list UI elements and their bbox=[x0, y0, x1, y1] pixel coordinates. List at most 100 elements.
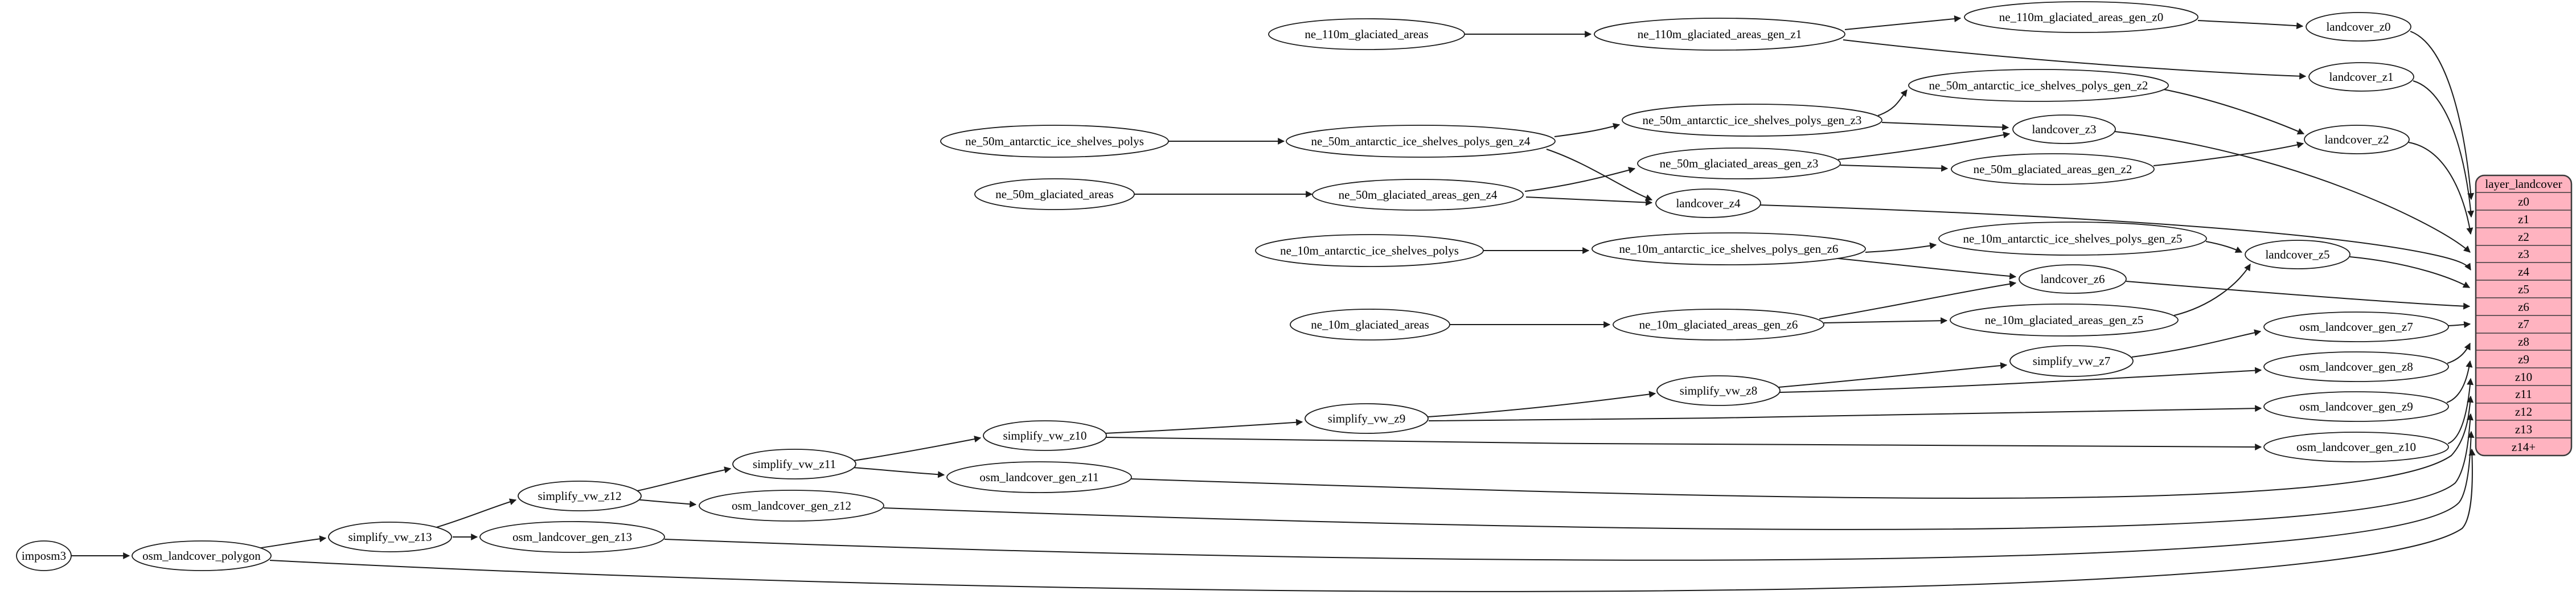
node-osm_landcover_polygon: osm_landcover_polygon bbox=[132, 540, 272, 571]
node-label: ne_50m_glaciated_areas_gen_z3 bbox=[1660, 157, 1819, 170]
node-ne_10m_antarctic_ice_shelves_polys_gen_z5: ne_10m_antarctic_ice_shelves_polys_gen_z… bbox=[1938, 222, 2207, 256]
edge-ne_50m_glac_gen_z4-to-gen_z3 bbox=[1524, 166, 1636, 192]
node-label: ne_50m_glaciated_areas bbox=[995, 187, 1114, 201]
edge-landcover_z5-to-row-z5 bbox=[2349, 256, 2471, 288]
node-osm_landcover_gen_z12: osm_landcover_gen_z12 bbox=[699, 490, 884, 522]
node-osm_landcover_gen_z7: osm_landcover_gen_z7 bbox=[2263, 311, 2449, 342]
table-row-z3: z3 bbox=[2518, 247, 2529, 261]
edge-simplify_vw_z7-to-osm_landcover_gen_z7 bbox=[2131, 329, 2262, 358]
node-label: simplify_vw_z11 bbox=[753, 457, 836, 471]
edge-ne_50m_shelves_gen_z3-to-gen_z2 bbox=[1877, 89, 1908, 116]
node-osm_landcover_gen_z10: osm_landcover_gen_z10 bbox=[2263, 432, 2449, 462]
node-label: osm_landcover_gen_z9 bbox=[2299, 400, 2413, 413]
node-ne_50m_antarctic_ice_shelves_polys_gen_z3: ne_50m_antarctic_ice_shelves_polys_gen_z… bbox=[1622, 104, 1882, 137]
node-label: ne_10m_antarctic_ice_shelves_polys_gen_z… bbox=[1619, 242, 1839, 256]
nodes: ne_110m_glaciated_areas ne_110m_glaciate… bbox=[16, 1, 2449, 571]
edge-ne_50m_shelves_gen_z4-to-landcover_z4 bbox=[1546, 149, 1653, 201]
node-simplify_vw_z12: simplify_vw_z12 bbox=[518, 481, 642, 511]
node-osm_landcover_gen_z8: osm_landcover_gen_z8 bbox=[2263, 351, 2449, 382]
node-osm_landcover_gen_z11: osm_landcover_gen_z11 bbox=[946, 461, 1132, 493]
node-label: osm_landcover_gen_z12 bbox=[732, 499, 851, 512]
node-landcover_z4: landcover_z4 bbox=[1655, 188, 1761, 218]
node-label: simplify_vw_z8 bbox=[1680, 384, 1758, 397]
node-label: landcover_z2 bbox=[2324, 133, 2389, 146]
node-label: ne_110m_glaciated_areas_gen_z1 bbox=[1638, 27, 1802, 41]
node-label: ne_10m_glaciated_areas_gen_z6 bbox=[1639, 318, 1798, 331]
node-label: simplify_vw_z13 bbox=[348, 530, 432, 544]
table-row-z4: z4 bbox=[2518, 265, 2529, 278]
node-ne_10m_glaciated_areas: ne_10m_glaciated_areas bbox=[1290, 309, 1450, 341]
table-row-z6: z6 bbox=[2518, 300, 2529, 314]
node-label: ne_110m_glaciated_areas bbox=[1305, 27, 1428, 41]
node-osm_landcover_gen_z9: osm_landcover_gen_z9 bbox=[2263, 391, 2449, 422]
node-ne_10m_antarctic_ice_shelves_polys: ne_10m_antarctic_ice_shelves_polys bbox=[1255, 234, 1484, 267]
node-label: landcover_z5 bbox=[2265, 248, 2329, 261]
node-landcover_z3: landcover_z3 bbox=[2012, 114, 2116, 144]
node-label: landcover_z6 bbox=[2040, 272, 2105, 286]
node-label: osm_landcover_gen_z11 bbox=[979, 470, 1098, 484]
node-imposm3: imposm3 bbox=[16, 540, 72, 571]
node-simplify_vw_z7: simplify_vw_z7 bbox=[2009, 345, 2134, 377]
node-label: osm_landcover_gen_z8 bbox=[2299, 360, 2413, 374]
table-row-z12: z12 bbox=[2515, 405, 2532, 419]
node-label: ne_50m_antarctic_ice_shelves_polys bbox=[965, 134, 1144, 148]
node-label: ne_10m_antarctic_ice_shelves_polys bbox=[1280, 244, 1459, 257]
edge-ne_10m_glac_gen_z6-to-landcover_z6 bbox=[1819, 280, 2017, 319]
edge-ne_10m_glac_gen_z6-to-gen_z5 bbox=[1823, 317, 1948, 325]
node-label: simplify_vw_z12 bbox=[538, 489, 622, 503]
table-row-z11: z11 bbox=[2515, 387, 2532, 401]
node-osm_landcover_gen_z13: osm_landcover_gen_z13 bbox=[479, 521, 665, 553]
node-landcover_z1: landcover_z1 bbox=[2308, 62, 2414, 92]
table-row-z5: z5 bbox=[2518, 282, 2529, 296]
node-label: landcover_z4 bbox=[1676, 196, 1741, 210]
node-label: landcover_z3 bbox=[2032, 122, 2096, 136]
edge-osm_landcover_gen_z13-to-row-z13 bbox=[664, 430, 2475, 561]
node-label: ne_50m_antarctic_ice_shelves_polys_gen_z… bbox=[1311, 134, 1531, 148]
node-label: ne_50m_antarctic_ice_shelves_polys_gen_z… bbox=[1929, 79, 2148, 92]
table-row-z0: z0 bbox=[2518, 195, 2529, 208]
edge-ne_50m_glac_gen_z3-to-gen_z2 bbox=[1840, 165, 1949, 172]
edge-simplify_vw_z8-to-simplify_vw_z7 bbox=[1778, 362, 2008, 388]
node-label: osm_landcover_gen_z10 bbox=[2296, 440, 2416, 454]
table-row-z8: z8 bbox=[2518, 335, 2529, 348]
edge-simplify_vw_z11-to-osm_landcover_gen_z11 bbox=[852, 467, 945, 478]
node-label: imposm3 bbox=[22, 549, 66, 563]
node-label: osm_landcover_polygon bbox=[142, 549, 261, 563]
edge-gen_z0-to-landcover_z0 bbox=[2197, 20, 2304, 30]
edge-ne_50m_glac_gen_z4-to-landcover_z4 bbox=[1525, 196, 1653, 206]
node-label: ne_50m_glaciated_areas_gen_z4 bbox=[1339, 188, 1498, 202]
edge-landcover_z3-to-row-z3 bbox=[2114, 131, 2471, 253]
node-landcover_z2: landcover_z2 bbox=[2304, 125, 2410, 154]
edge-landcover_z1-to-row-z1 bbox=[2413, 80, 2475, 218]
node-simplify_vw_z13: simplify_vw_z13 bbox=[328, 522, 452, 552]
node-label: osm_landcover_gen_z7 bbox=[2299, 320, 2413, 334]
node-simplify_vw_z8: simplify_vw_z8 bbox=[1656, 375, 1781, 406]
edge-gen_z1-to-gen_z0 bbox=[1844, 15, 1962, 30]
node-ne_50m_antarctic_ice_shelves_polys_gen_z4: ne_50m_antarctic_ice_shelves_polys_gen_z… bbox=[1286, 125, 1556, 158]
edge-simplify_vw_z10-to-osm_landcover_gen_z10 bbox=[1106, 437, 2262, 451]
edge-osm_landcover_gen_z10-to-row-z10 bbox=[2447, 378, 2474, 444]
node-simplify_vw_z11: simplify_vw_z11 bbox=[732, 449, 856, 479]
table-row-z14plus: z14+ bbox=[2512, 440, 2536, 454]
table-row-z10: z10 bbox=[2515, 370, 2532, 384]
node-ne_110m_glaciated_areas: ne_110m_glaciated_areas bbox=[1268, 18, 1465, 50]
edge-simplify_vw_z10-to-simplify_vw_z9 bbox=[1104, 419, 1303, 434]
edge-landcover_z4-to-row-z4 bbox=[1759, 204, 2471, 271]
node-label: ne_50m_glaciated_areas_gen_z2 bbox=[1974, 162, 2132, 176]
node-ne_50m_glaciated_areas_gen_z3: ne_50m_glaciated_areas_gen_z3 bbox=[1637, 147, 1841, 179]
node-label: ne_50m_antarctic_ice_shelves_polys_gen_z… bbox=[1643, 113, 1862, 127]
node-ne_10m_glaciated_areas_gen_z6: ne_10m_glaciated_areas_gen_z6 bbox=[1613, 309, 1824, 341]
node-ne_110m_glaciated_areas_gen_z0: ne_110m_glaciated_areas_gen_z0 bbox=[1964, 1, 2198, 33]
node-landcover_z5: landcover_z5 bbox=[2245, 240, 2351, 269]
node-label: simplify_vw_z9 bbox=[1328, 412, 1406, 425]
table-row-z2: z2 bbox=[2518, 230, 2529, 244]
node-simplify_vw_z10: simplify_vw_z10 bbox=[983, 420, 1107, 451]
edge-simplify_vw_z8-to-osm_landcover_gen_z8 bbox=[1779, 367, 2262, 393]
edge-simplify_vw_z11-to-simplify_vw_z10 bbox=[853, 436, 982, 461]
edge-landcover_z2-to-row-z2 bbox=[2408, 142, 2474, 235]
table-row-z7: z7 bbox=[2518, 317, 2529, 331]
node-label: ne_110m_glaciated_areas_gen_z0 bbox=[1999, 10, 2163, 24]
edge-simplify_vw_z9-to-osm_landcover_gen_z9 bbox=[1428, 405, 2262, 421]
edge-osm_landcover_gen_z11-to-row-z11 bbox=[1131, 395, 2474, 499]
